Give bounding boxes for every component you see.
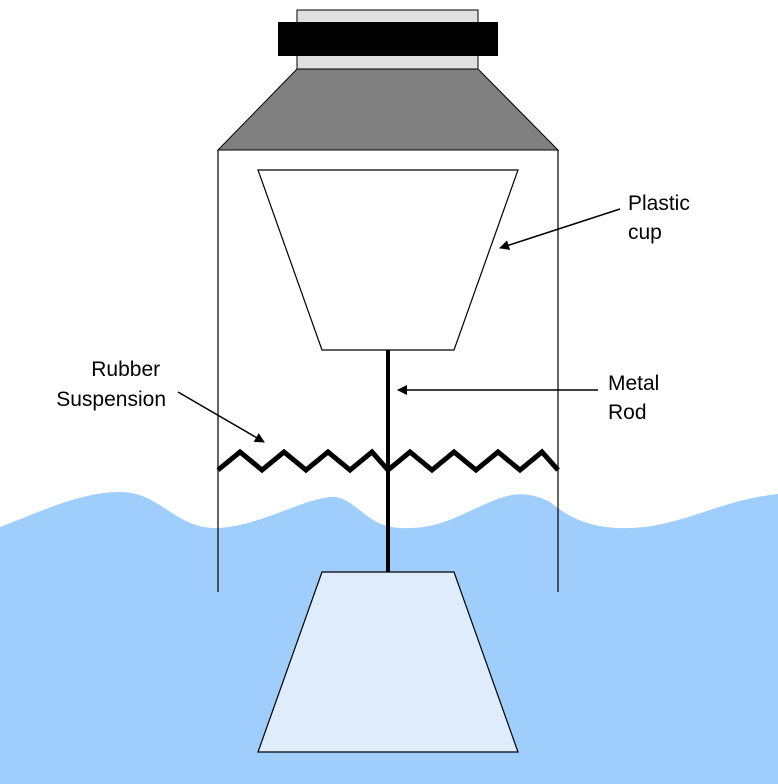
- plastic-cup-label: Plastic cup: [628, 192, 696, 244]
- plastic-cup-arrow: [499, 208, 621, 250]
- rubber-suspension: [216, 448, 560, 474]
- rubber-suspension-arrow: [177, 391, 265, 443]
- rubber-suspension-label-line-2: Suspension: [56, 388, 166, 411]
- metal-rod-label: Metal Rod: [608, 372, 665, 424]
- plastic-cup-label-line-2: cup: [628, 221, 662, 244]
- plastic-cup-label-line-1: Plastic: [628, 192, 690, 215]
- rubber-suspension-label-line-1: Rubber: [91, 358, 160, 381]
- metal-rod-label-line-2: Rod: [608, 401, 647, 424]
- bottle-shoulder: [216, 68, 560, 151]
- rubber-suspension-label: Rubber Suspension: [56, 358, 166, 411]
- metal-rod-label-line-1: Metal: [608, 372, 659, 395]
- plastic-cup: [257, 169, 519, 351]
- cap-band: [278, 22, 498, 56]
- submerged-float: [257, 571, 519, 753]
